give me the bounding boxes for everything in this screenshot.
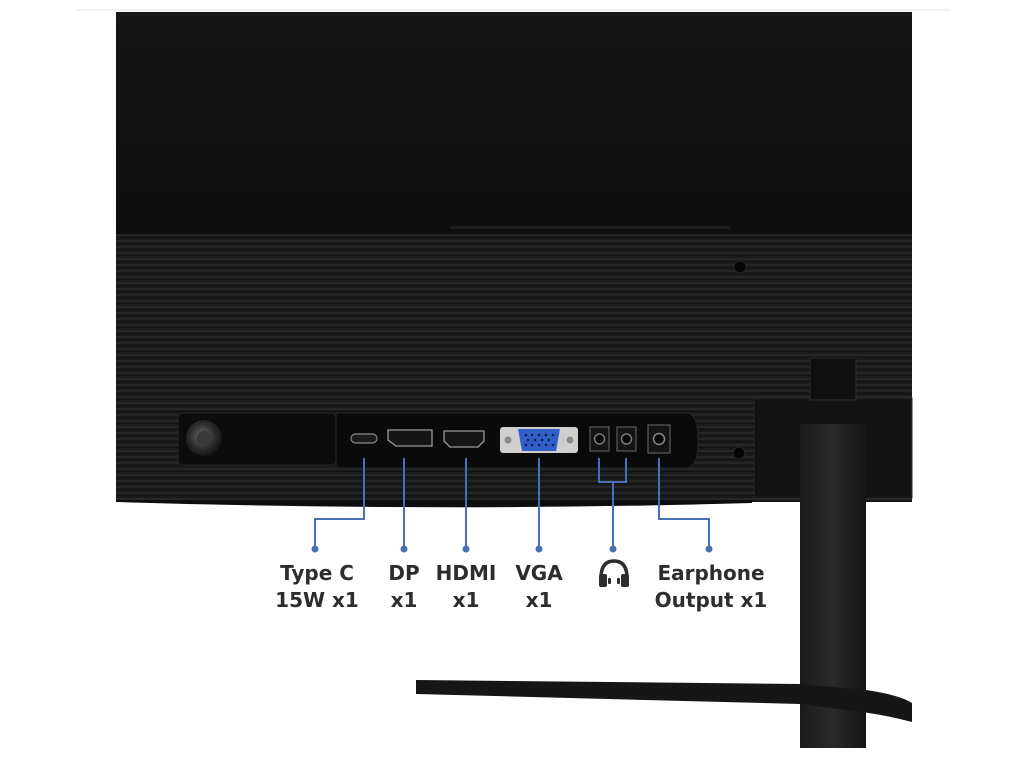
headphones-icon bbox=[596, 556, 632, 590]
vent-dots bbox=[450, 226, 730, 229]
type-c-label: Type C 15W x1 bbox=[275, 561, 359, 612]
dp-port bbox=[387, 429, 433, 447]
earphone-label: Earphone Output x1 bbox=[654, 561, 768, 612]
vga-label: VGA x1 bbox=[515, 561, 563, 612]
monitor-back-upper bbox=[116, 12, 912, 234]
hdmi-port bbox=[443, 430, 485, 448]
callout-dots bbox=[311, 545, 713, 553]
vga-port bbox=[500, 427, 578, 453]
screw-hole-bottom bbox=[732, 446, 746, 460]
stand-base bbox=[416, 680, 912, 722]
hdmi-label: HDMI x1 bbox=[435, 561, 497, 612]
callout-lines bbox=[314, 458, 710, 548]
dp-label: DP x1 bbox=[388, 561, 420, 612]
type-c-port bbox=[350, 433, 378, 444]
stand-hinge bbox=[809, 357, 857, 401]
screw-hole-top bbox=[733, 260, 747, 274]
